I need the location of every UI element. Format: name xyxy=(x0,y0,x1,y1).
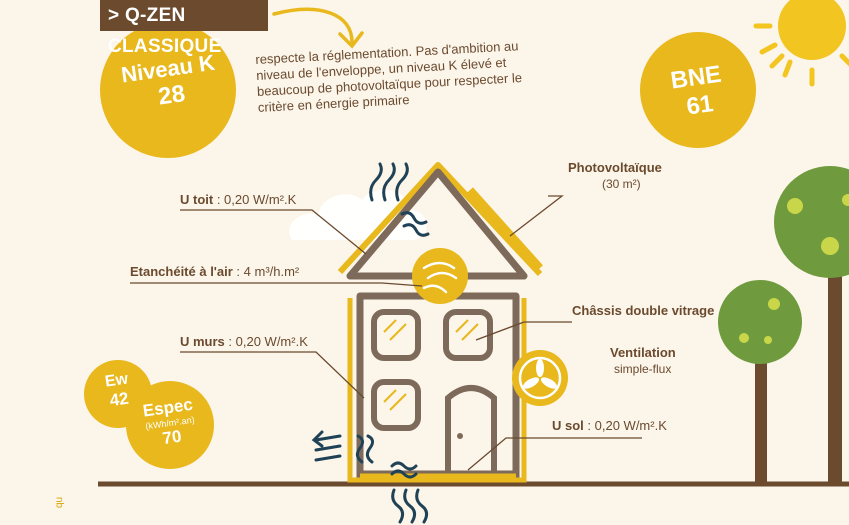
u-murs-value: : 0,20 W/m².K xyxy=(224,334,308,349)
fan-icon xyxy=(512,350,568,406)
ventilation-name: Ventilation xyxy=(610,345,676,360)
photovoltaique-name: Photovoltaïque xyxy=(568,160,662,175)
photovoltaique-sub: (30 m²) xyxy=(602,177,641,191)
etancheite-label: Etanchéité à l'air : 4 m³/h.m² xyxy=(130,264,299,279)
u-sol-name: U sol xyxy=(552,418,584,433)
side-text: qu xyxy=(54,496,65,508)
u-murs-label: U murs : 0,20 W/m².K xyxy=(180,334,308,349)
u-murs-name: U murs xyxy=(180,334,225,349)
sun-icon xyxy=(753,0,849,87)
u-sol-label: U sol : 0,20 W/m².K xyxy=(552,418,667,433)
ventilation-label: Ventilation xyxy=(610,345,676,360)
photovoltaique-label: Photovoltaïque xyxy=(568,160,662,175)
tree-icon xyxy=(718,166,849,484)
air-leak-icon xyxy=(412,248,468,304)
heat-loss-icon xyxy=(311,430,375,464)
u-toit-label: U toit : 0,20 W/m².K xyxy=(180,192,296,207)
bne-circle xyxy=(640,32,756,148)
page-title: > Q-ZEN CLASSIQUE xyxy=(100,0,268,57)
chassis-name: Châssis double vitrage xyxy=(572,303,715,318)
chassis-label: Châssis double vitrage xyxy=(572,303,714,318)
u-sol-value: : 0,20 W/m².K xyxy=(583,418,667,433)
heat-loss-icon xyxy=(390,461,429,524)
espec-circle xyxy=(126,381,214,469)
etancheite-value: : 4 m³/h.m² xyxy=(232,264,300,279)
bne-badge: BNE 61 xyxy=(656,59,739,125)
heat-loss-icon xyxy=(369,162,430,237)
etancheite-name: Etanchéité à l'air xyxy=(130,264,233,279)
u-toit-value: : 0,20 W/m².K xyxy=(213,192,297,207)
ventilation-sub: simple-flux xyxy=(614,362,672,376)
arrow-icon xyxy=(272,7,364,49)
house-body xyxy=(347,292,527,483)
niveau-k-circle xyxy=(100,22,236,158)
leader-lines xyxy=(130,195,642,471)
u-toit-name: U toit xyxy=(180,192,214,207)
